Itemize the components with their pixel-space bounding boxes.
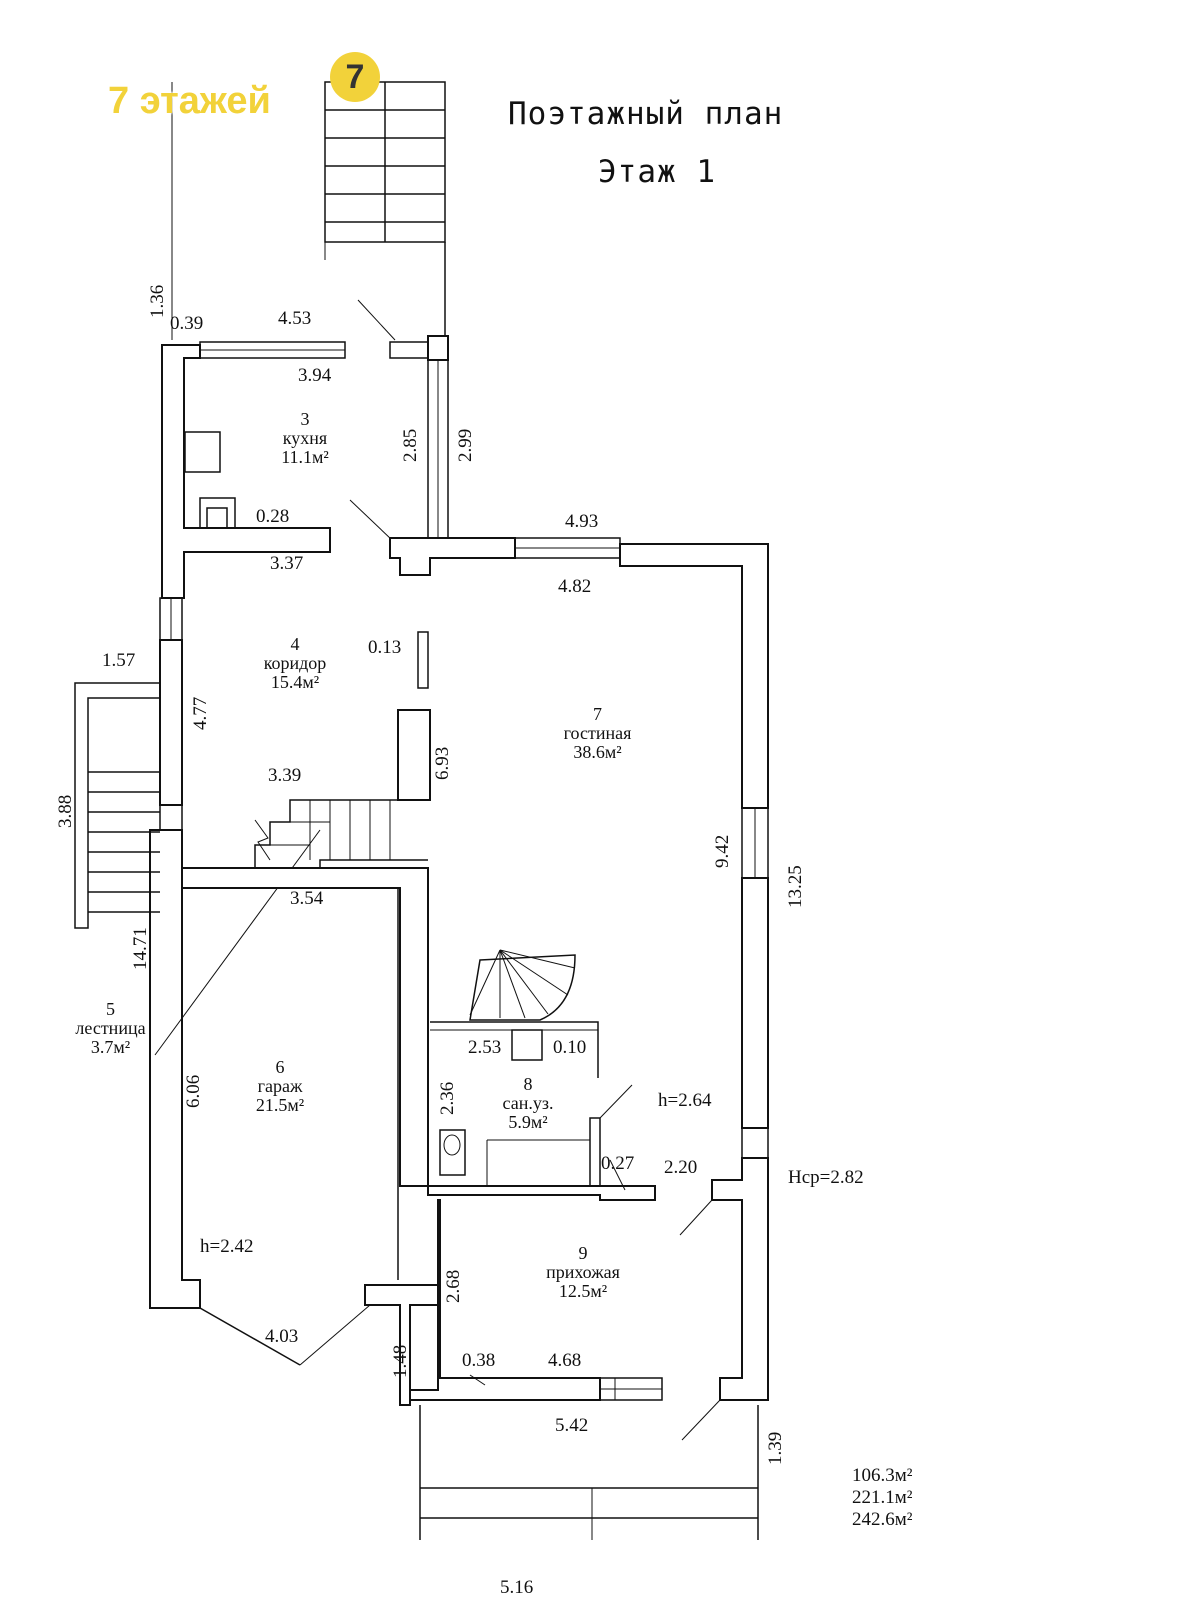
dimension-label: 3.37 [270,553,304,574]
dimension-label: 4.77 [190,696,211,730]
room-garage-label: 6 гараж 21.5м² [240,1058,320,1115]
corridor-walls [74,597,201,1309]
room-area: 15.4м² [270,672,320,692]
dimension-label: 3.94 [298,365,332,386]
room-area: 21.5м² [255,1095,305,1115]
room-area: 3.7м² [90,1037,131,1057]
dimension-label: 2.85 [400,428,421,462]
total-area-3: 242.6м² [852,1509,913,1530]
living-walls [389,537,769,1401]
dimension-label: 2.20 [664,1157,698,1178]
total-area-list: 106.3м² 221.1м² 242.6м² [852,1465,912,1531]
dimension-label: 2.53 [468,1037,502,1058]
dimension-label: 0.28 [256,506,290,527]
dimension-label: 14.71 [130,927,151,970]
dimension-label: 4.82 [558,576,592,597]
dimension-label: 1.48 [390,1344,411,1378]
total-area-2: 221.1м² [852,1487,913,1508]
dimension-label: 4.68 [548,1350,582,1371]
room-living-label: 7 гостиная 38.6м² [550,705,645,762]
dimension-label: 9.42 [712,834,733,868]
dimension-label: 6.06 [183,1074,204,1108]
dimension-label: 3.39 [268,765,302,786]
room-area: 5.9м² [508,1112,548,1132]
dimension-label: 4.53 [278,308,312,329]
dimension-label: 0.13 [368,637,402,658]
kitchen-walls [161,299,449,599]
dimension-label: 0.38 [462,1350,496,1371]
room-number: 8 [523,1074,533,1094]
room-hall-label: 9 прихожая 12.5м² [528,1244,638,1301]
room-name: гараж [257,1076,303,1096]
dimension-label: 3.54 [290,888,324,909]
room-bathroom-label: 8 сан.уз. 5.9м² [488,1075,568,1132]
room-name: сан.уз. [502,1093,554,1113]
dimension-label: 5.42 [555,1415,589,1436]
inner-stair [154,631,431,1056]
top-staircase [171,81,446,340]
plan-title: Поэтажный план [508,96,784,132]
room-area: 11.1м² [281,447,329,467]
dimension-label: 5.16 [500,1577,534,1598]
dimension-label: 4.03 [265,1326,299,1347]
room-number: 4 [290,634,300,654]
dimension-label: 6.93 [432,746,453,780]
dimension-label: 4.93 [565,511,599,532]
room-number: 5 [106,999,115,1019]
room-number: 7 [593,704,602,724]
dimension-label: 2.68 [443,1269,464,1303]
floor-title: Этаж 1 [598,154,716,190]
room-name: лестница [75,1018,146,1038]
room-name: гостиная [563,723,632,743]
dimension-label: 2.99 [455,428,476,462]
room-number: 3 [300,409,310,429]
room-kitchen-label: 3 кухня 11.1м² [270,410,340,467]
room-corridor-label: 4 коридор 15.4м² [250,635,340,692]
room-name: коридор [263,653,327,673]
dimension-label: 2.36 [437,1081,458,1115]
room-stairs-label: 5 лестница 3.7м² [68,1000,153,1057]
total-area-1: 106.3м² [852,1465,913,1486]
room-name: кухня [282,428,328,448]
room-name: прихожая [546,1262,620,1282]
dimension-label: 1.36 [147,284,168,318]
room-area: 38.6м² [573,742,622,762]
dimension-label: 0.39 [170,313,204,334]
bathroom-walls [427,949,656,1201]
dimension-label: 13.25 [785,865,806,908]
dimension-label: 0.27 [601,1153,635,1174]
brand-text: 7 этажей [108,80,271,122]
room-number: 9 [578,1243,588,1263]
brand-logo-icon: 7 [330,52,380,102]
height-living: h=2.64 [658,1090,712,1111]
height-average: Hср=2.82 [788,1167,864,1188]
dimension-label: 1.39 [765,1431,786,1465]
garage-walls [181,867,439,1406]
dimension-label: 3.88 [55,794,76,828]
hall-walls [409,1199,721,1441]
porch [419,1405,759,1540]
height-garage: h=2.42 [200,1236,254,1257]
room-area: 12.5м² [558,1281,608,1301]
room-number: 6 [275,1057,285,1077]
dimension-label: 0.10 [553,1037,587,1058]
dimension-label: 1.57 [102,650,136,671]
